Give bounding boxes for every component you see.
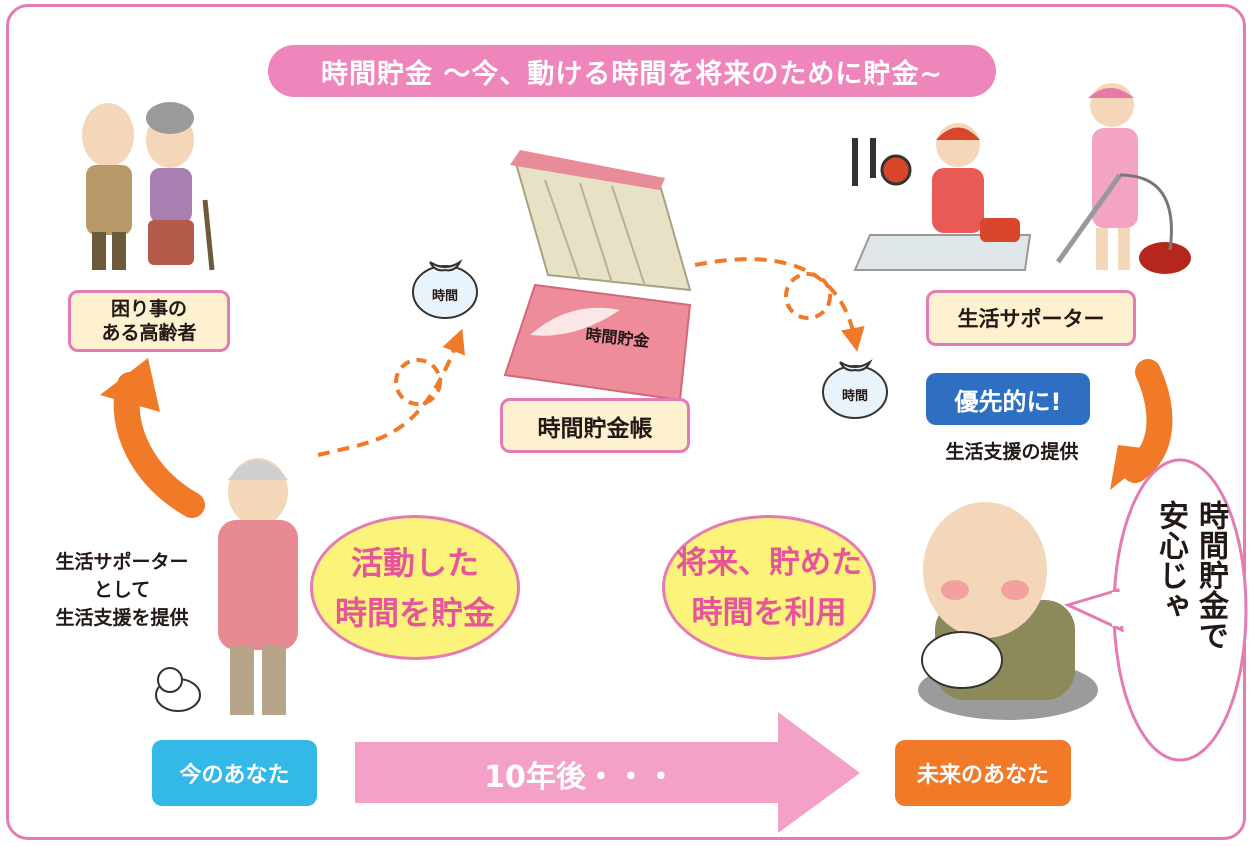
money-bag-icon: [412, 259, 478, 319]
passbook-illustration: [503, 150, 692, 402]
future-you-label: 未来のあなた: [895, 740, 1071, 806]
ten-years-later-label: 10年後・・・: [484, 760, 676, 795]
use-time-bubble: 将来、貯めた 時間を利用: [662, 515, 876, 660]
cat-icon: [155, 667, 201, 712]
save-time-bubble: 活動した 時間を貯金: [310, 515, 520, 660]
bag-label-1: 時間: [432, 288, 458, 304]
bag-label-2: 時間: [842, 388, 868, 404]
elderly-couple-illustration: [82, 102, 215, 271]
priority-badge: 優先的に!: [926, 373, 1090, 425]
man-illustration: [218, 458, 298, 715]
passbook-label: 時間貯金帳: [500, 398, 690, 453]
now-you-label: 今のあなた: [152, 740, 317, 806]
provide-as-supporter-caption: 生活サポーター として 生活支援を提供: [55, 551, 189, 629]
money-bag-icon: [822, 359, 888, 419]
elderly-in-need-label: 困り事の ある高齢者: [68, 290, 230, 352]
speech-bubble: [1063, 458, 1248, 762]
elderly-man-with-cat-illustration: [918, 502, 1098, 720]
support-provision-caption: 生活支援の提供: [945, 441, 1079, 463]
life-supporter-label: 生活サポーター: [926, 290, 1136, 346]
speech-text: 時間貯金で 安心じゃ: [1153, 500, 1228, 650]
cleaning-helper-illustration: [1055, 83, 1191, 274]
cooking-helper-illustration: [852, 123, 1032, 271]
page-title: 時間貯金 〜今、動ける時間を将来のために貯金~: [268, 45, 996, 97]
timeline-arrow: [355, 712, 860, 833]
